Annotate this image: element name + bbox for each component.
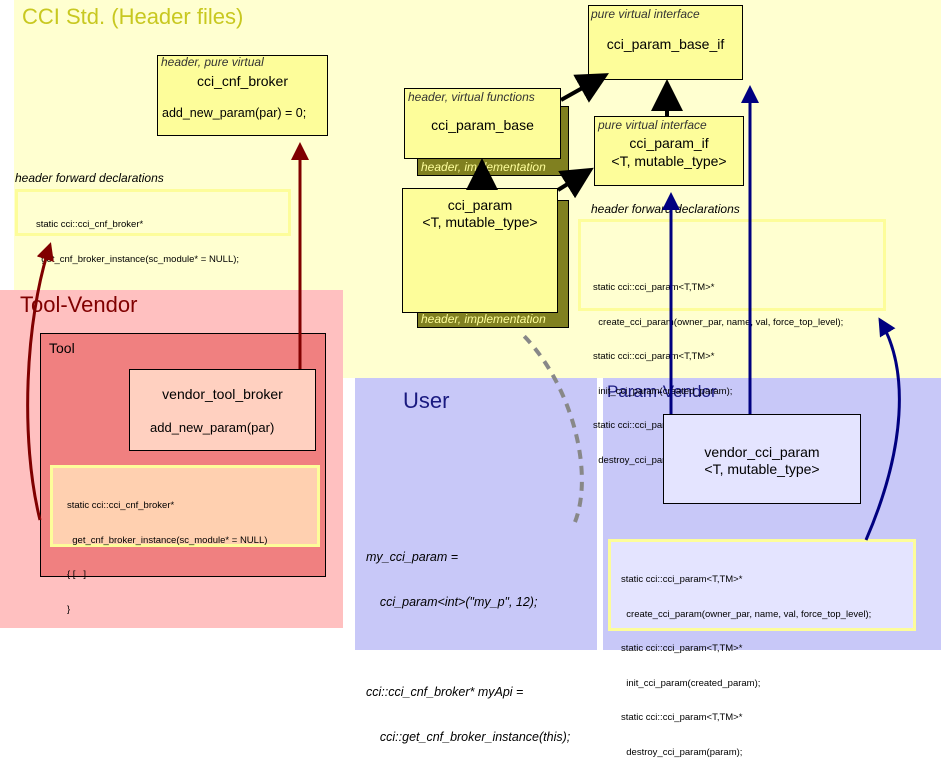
cci-param-base-caption: header, virtual functions: [408, 90, 535, 104]
cci-param-base-if-box: [588, 5, 743, 80]
vendor-tool-broker-name: vendor_tool_broker: [162, 386, 283, 402]
cci-param-if-template: <T, mutable_type>: [611, 153, 727, 169]
param-impl-label: header, implementation: [421, 312, 546, 326]
vendor-tool-broker-box: [129, 369, 316, 451]
cci-param-base-if-name: cci_param_base_if: [606, 36, 725, 52]
cci-param-template: <T, mutable_type>: [422, 214, 538, 230]
tool-vendor-title: Tool-Vendor: [20, 292, 138, 317]
vendor-cci-param-name: vendor_cci_param: [704, 444, 820, 460]
arrow-param-vendor-impl-to-forward-decl: [864, 317, 901, 541]
left-forward-decl-box: static cci::cci_cnf_broker* get_cnf_brok…: [15, 189, 291, 265]
arrow-param-to-param-if: [556, 167, 594, 199]
user-region: [355, 378, 597, 650]
user-title: User: [403, 388, 450, 413]
cci-param-if-caption: pure virtual interface: [598, 118, 707, 132]
cci-param-base-if-caption: pure virtual interface: [591, 7, 700, 21]
cci-param-name: cci_param: [447, 197, 513, 213]
cci-cnf-broker-method: add_new_param(par) = 0;: [162, 106, 307, 120]
tool-impl-code: static cci::cci_cnf_broker* get_cnf_brok…: [67, 500, 268, 615]
tool-title: Tool: [49, 340, 75, 356]
vendor-cci-param-template: <T, mutable_type>: [704, 461, 820, 477]
cci-param-if-name: cci_param_if: [629, 135, 709, 151]
tool-impl-box: static cci::cci_cnf_broker* get_cnf_brok…: [50, 465, 320, 615]
user-dashed-link: [518, 330, 584, 523]
left-forward-decl-caption: header forward declarations: [15, 171, 164, 185]
cci-cnf-broker-name: cci_cnf_broker: [196, 73, 289, 89]
cci-param-if-box: [594, 116, 744, 186]
cci-param-base-name: cci_param_base: [431, 117, 534, 133]
arrow-tool-impl-to-forward-decl: [26, 242, 54, 521]
param-vendor-title: Param-Vendor: [607, 382, 717, 401]
arrow-param-base-to-base-if: [560, 73, 609, 103]
vendor-cci-param-box: [663, 414, 861, 504]
cci-cnf-broker-box: [157, 55, 328, 136]
arrows-layer: [26, 73, 901, 541]
vendor-tool-broker-method: add_new_param(par): [150, 420, 275, 435]
cci-param-base-box: [404, 88, 561, 159]
cci-param-box: [402, 188, 558, 313]
left-forward-decl-code: static cci::cci_cnf_broker* get_cnf_brok…: [36, 219, 240, 265]
cci-std-title: CCI Std. (Header files): [22, 4, 244, 29]
cci-cnf-broker-caption: header, pure virtual: [161, 55, 264, 69]
